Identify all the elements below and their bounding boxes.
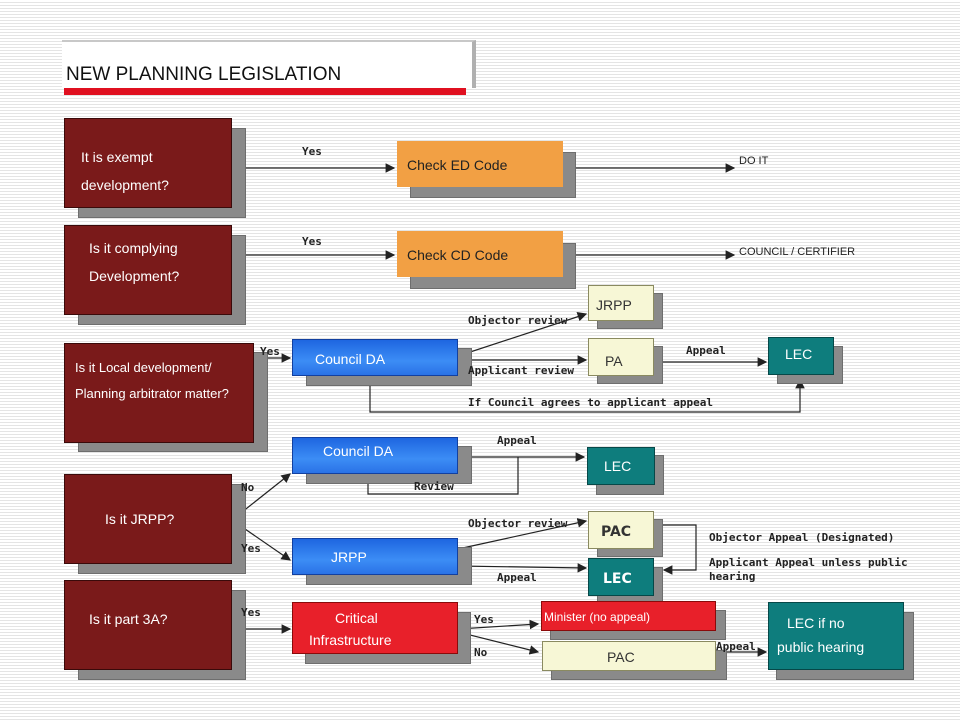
edge-label-no-jrpp: No: [241, 481, 255, 494]
pa-box: PA: [588, 338, 654, 376]
question-jrpp-text: Is it JRPP?: [105, 511, 175, 527]
edge-label-yes-exempt: Yes: [302, 145, 322, 158]
edge-label-yes-3a: Yes: [241, 606, 261, 619]
edge-label-objector-review-1: Objector review: [468, 314, 568, 327]
arrow-jrpp-to-lec: [457, 563, 588, 573]
edge-label-review: Review: [414, 480, 454, 493]
pa-label: PA: [605, 353, 623, 369]
arrow-jrpp-to-pac: [457, 518, 588, 550]
title-frame: [62, 40, 476, 88]
edge-label-yes-jrpp: Yes: [241, 542, 261, 555]
lec-label-1: LEC: [785, 346, 813, 362]
check-ed-code-label: Check ED Code: [407, 157, 508, 173]
arrow-council-agrees-to-lec: [369, 376, 805, 413]
arrow-council-to-jrpp: [457, 312, 588, 357]
jrpp-bottom-box: JRPP: [292, 538, 458, 575]
edge-label-applicant-appeal-line1: Applicant Appeal unless public: [709, 556, 908, 569]
edge-label-appeal-jrpp: Appeal: [497, 571, 537, 584]
pac-label-2: PAC: [607, 649, 635, 665]
question-jrpp-box: Is it JRPP?: [64, 474, 232, 564]
council-da-label-1: Council DA: [315, 351, 386, 367]
minister-label: Minister (no appeal): [544, 610, 651, 624]
edge-label-objector-review-2: Objector review: [468, 517, 568, 530]
pac-box-1: PAC: [588, 511, 654, 549]
question-complying-line1: Is it complying: [89, 240, 178, 256]
edge-label-council-agrees: If Council agrees to applicant appeal: [468, 396, 714, 409]
question-complying-line2: Development?: [89, 268, 180, 284]
arrow-critical-to-pac: [457, 631, 540, 655]
question-local-line2: Planning arbitrator matter?: [75, 386, 229, 401]
question-part3a-text: Is it part 3A?: [89, 611, 168, 627]
outcome-do-it: DO IT: [739, 155, 769, 167]
edge-label-objector-appeal: Objector Appeal (Designated): [709, 531, 895, 544]
arrow-critical-to-minister: [457, 619, 540, 630]
jrpp-bottom-label: JRPP: [331, 549, 367, 565]
edge-label-applicant-appeal-line2: hearing: [709, 570, 756, 583]
jrpp-top-box: JRPP: [588, 285, 654, 321]
arrow-review-loop: [363, 457, 519, 495]
lec-final-line1: LEC if no: [787, 615, 845, 631]
lec-box-2: LEC: [587, 447, 655, 485]
question-complying-box: Is it complying Development?: [64, 225, 232, 315]
edge-label-appeal-pac: Appeal: [716, 640, 756, 653]
jrpp-top-label: JRPP: [596, 297, 632, 313]
lec-final-box: LEC if no public hearing: [768, 602, 904, 670]
question-part3a-box: Is it part 3A?: [64, 580, 232, 670]
lec-box-1: LEC: [768, 337, 834, 375]
critical-line1: Critical: [335, 610, 378, 626]
arrow-pac-to-lec-bracket: [656, 524, 697, 575]
critical-line2: Infrastructure: [309, 632, 392, 648]
outcome-council-certifier: COUNCIL / CERTIFIER: [739, 246, 856, 258]
check-cd-code-label: Check CD Code: [407, 247, 509, 263]
minister-box: Minister (no appeal): [541, 601, 716, 631]
lec-box-3: LEC: [588, 558, 654, 596]
edge-label-appeal-pa: Appeal: [686, 344, 726, 357]
question-local-line1: Is it Local development/: [75, 360, 212, 375]
edge-label-appeal-council2: Appeal: [497, 434, 537, 447]
council-da-label-2: Council DA: [323, 443, 394, 459]
edge-label-no-pac: No: [474, 646, 488, 659]
title-underline: [64, 88, 466, 95]
question-exempt-line2: development?: [81, 177, 169, 193]
edge-label-applicant-review: Applicant review: [468, 364, 574, 377]
check-cd-code-box: Check CD Code: [397, 231, 563, 277]
check-ed-code-box: Check ED Code: [397, 141, 563, 187]
council-da-box-2: Council DA: [292, 437, 458, 474]
edge-label-yes-local: Yes: [260, 345, 280, 358]
question-exempt-line1: It is exempt: [81, 149, 153, 165]
page-title: NEW PLANNING LEGISLATION: [66, 64, 342, 85]
question-exempt-box: It is exempt development?: [64, 118, 232, 208]
pac-label-1: PAC: [601, 524, 632, 540]
question-local-box: Is it Local development/ Planning arbitr…: [64, 343, 254, 443]
critical-infrastructure-box: Critical Infrastructure: [292, 602, 458, 654]
edge-label-yes-minister: Yes: [474, 613, 494, 626]
council-da-box-1: Council DA: [292, 339, 458, 376]
lec-label-3: LEC: [603, 571, 632, 587]
edge-label-yes-complying: Yes: [302, 235, 322, 248]
lec-final-line2: public hearing: [777, 639, 865, 655]
lec-label-2: LEC: [604, 458, 632, 474]
pac-box-2: PAC: [542, 641, 716, 671]
